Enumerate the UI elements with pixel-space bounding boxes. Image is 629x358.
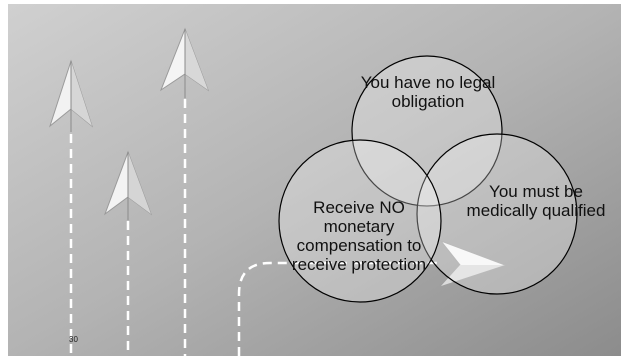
venn-diagram [278, 55, 578, 303]
paper-plane-icon [159, 27, 210, 98]
venn-label-medical: You must be medically qualified [466, 182, 606, 220]
venn-circle-compensation [278, 139, 442, 303]
paper-plane-icon [103, 150, 153, 220]
background-gradient [8, 4, 621, 356]
venn-label-compensation: Receive NO monetary compensation to rece… [291, 198, 427, 274]
page-number: 30 [69, 335, 78, 344]
dashed-trail-4 [237, 261, 440, 356]
slide: You have no legal obligation You must be… [8, 4, 621, 356]
venn-label-obligation: You have no legal obligation [360, 73, 496, 111]
dashed-trails [69, 99, 440, 356]
paper-plane-icon [439, 239, 507, 288]
venn-circle-obligation [351, 55, 503, 207]
slide-background [8, 4, 621, 356]
venn-circle-medical [416, 133, 578, 295]
paper-plane-icon [49, 59, 93, 132]
